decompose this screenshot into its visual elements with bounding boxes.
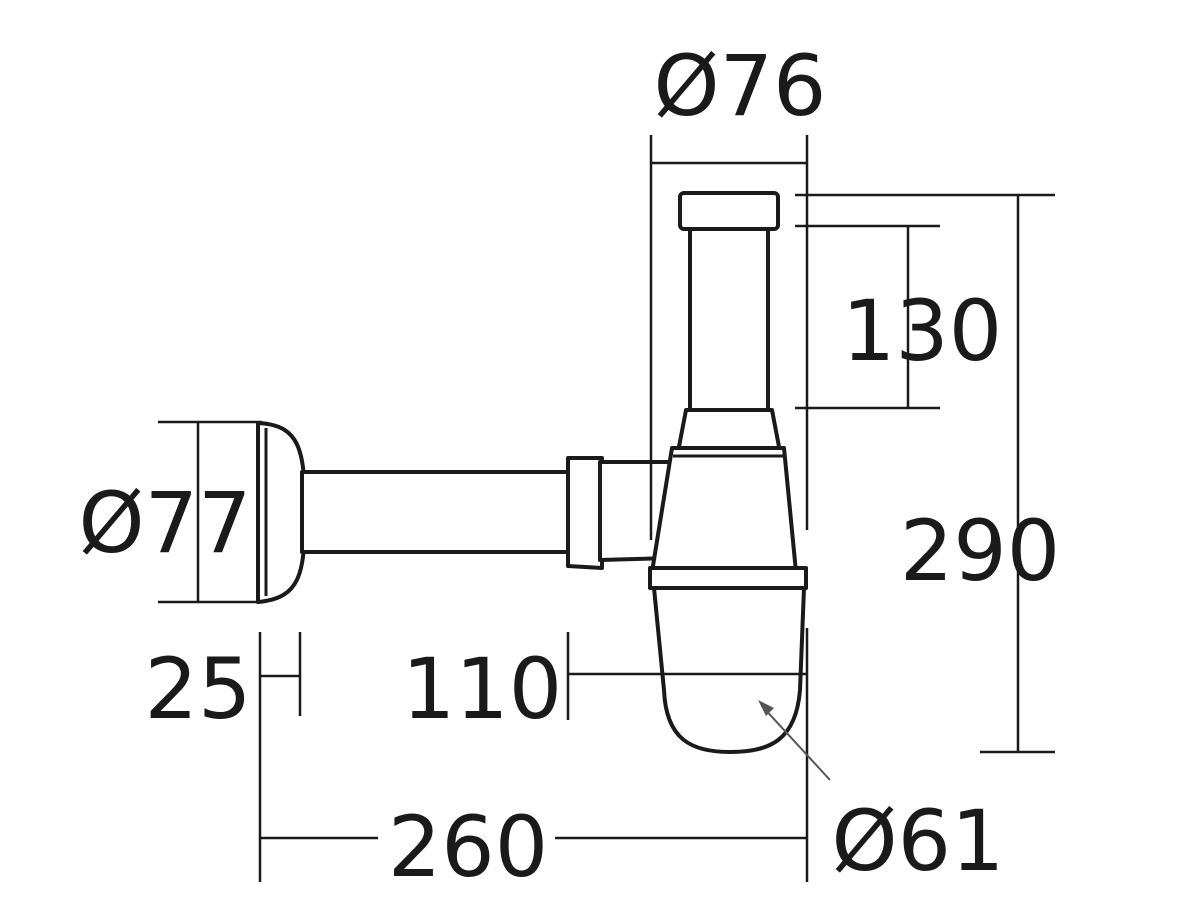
tail-nut: [676, 408, 782, 454]
outlet-pipe: [300, 470, 574, 554]
trap-ring: [648, 566, 808, 590]
label-tail-height: 130: [842, 282, 1002, 380]
label-top-diameter: Ø76: [653, 37, 826, 135]
tail-cap: [678, 191, 780, 231]
tail-pipe: [688, 227, 770, 416]
label-flange-depth: 25: [145, 640, 252, 738]
label-total-height: 290: [900, 502, 1060, 600]
outlet-coupling: [566, 456, 604, 570]
label-bottle-offset: 110: [402, 640, 562, 738]
dim-61-leader: [761, 705, 831, 781]
trap-body: [650, 446, 798, 574]
dim-61-arrowhead: [758, 700, 774, 716]
label-wall-flange-diameter: Ø77: [78, 474, 251, 572]
label-total-depth: 260: [388, 798, 548, 896]
label-bottle-diameter: Ø61: [831, 792, 1004, 890]
